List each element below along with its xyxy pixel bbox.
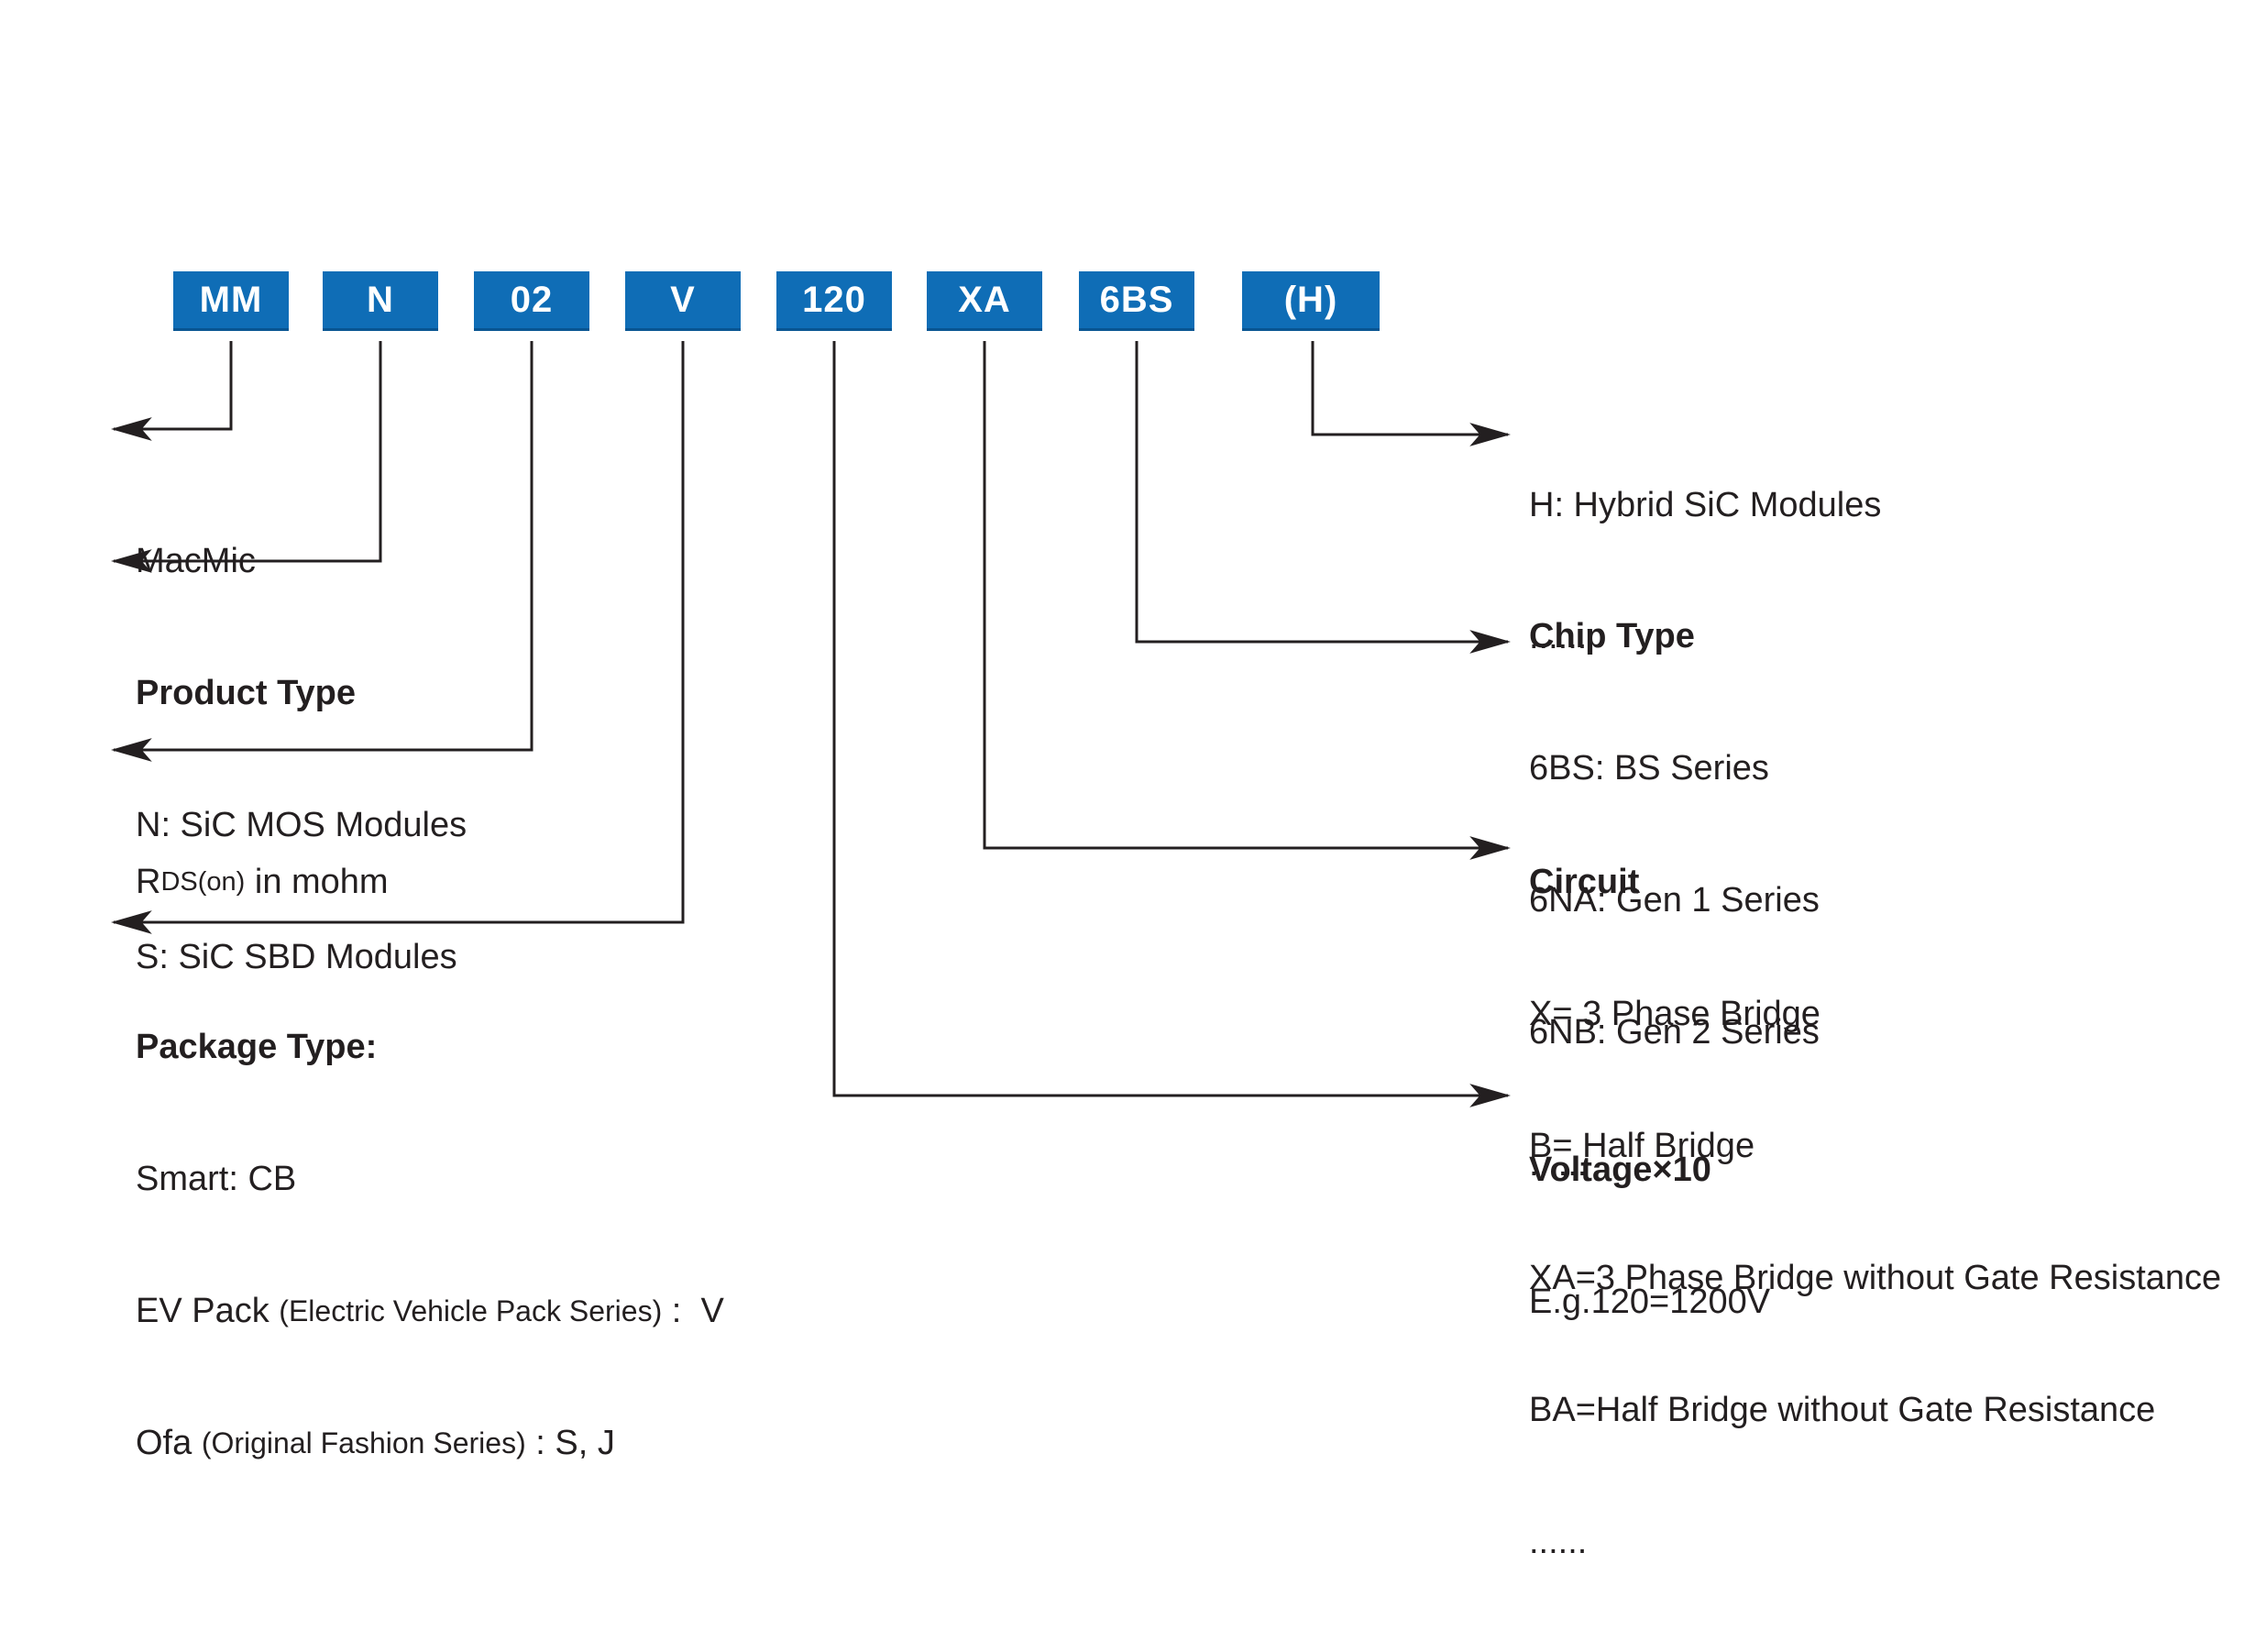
package-type-item: Smart: CB: [136, 1160, 297, 1198]
ofa-label: Ofa: [136, 1424, 202, 1462]
rds-prefix: R: [136, 863, 161, 901]
ev-pack-code: : V: [662, 1292, 724, 1330]
product-type-item: S: SiC SBD Modules: [136, 938, 457, 976]
ofa-paren: (Original Fashion Series): [201, 1426, 526, 1459]
hybrid-ellipsis: ......: [1529, 618, 1588, 656]
package-type-item: EV Pack (Electric Vehicle Pack Series) :…: [136, 1289, 724, 1333]
callout-package-type: Package Type: Smart: CB EV Pack (Electri…: [136, 937, 724, 1553]
nomenclature-diagram: MM N 02 V 120 XA 6BS (H) MacMic Product …: [110, 271, 2221, 1561]
callout-voltage: Voltage×10 E.g.120=1200V: [1529, 1060, 1770, 1412]
chip-type-item: 6BS: BS Series: [1529, 749, 1769, 787]
rds-suffix: in mohm: [245, 863, 389, 901]
package-type-item: Ofa (Original Fashion Series) : S, J: [136, 1421, 724, 1465]
part-segment-box-n: N: [323, 271, 438, 331]
callout-chip-type: Chip Type 6BS: BS Series 6NA: Gen 1 Seri…: [1529, 526, 1820, 1274]
rds-subscript: DS(on): [160, 867, 246, 897]
ev-pack-label: EV Pack: [136, 1292, 280, 1330]
circuit-title: Circuit: [1529, 863, 1640, 901]
hybrid-item: H: Hybrid SiC Modules: [1529, 486, 1882, 524]
product-type-title: Product Type: [136, 674, 356, 712]
package-type-title: Package Type:: [136, 1028, 378, 1066]
chip-type-title: Chip Type: [1529, 617, 1695, 655]
part-segment-box-120: 120: [776, 271, 892, 331]
connector-mm: [110, 341, 233, 441]
part-segment-box-02: 02: [474, 271, 589, 331]
macmic-label: MacMic: [136, 542, 256, 580]
connector-xa: [983, 341, 1512, 860]
part-segment-box-6bs: 6BS: [1079, 271, 1194, 331]
circuit-item: XA=3 Phase Bridge without Gate Resistanc…: [1529, 1259, 2222, 1297]
connector-6bs: [1135, 341, 1512, 654]
circuit-ellipsis: ......: [1529, 1523, 1588, 1561]
connector-120: [832, 341, 1512, 1107]
chip-type-ellipsis: ......: [1529, 1145, 1588, 1184]
circuit-item: X= 3 Phase Bridge: [1529, 995, 1820, 1033]
connector-h: [1311, 341, 1512, 446]
voltage-example: E.g.120=1200V: [1529, 1283, 1771, 1321]
part-segment-box-h: (H): [1242, 271, 1380, 331]
callout-product-type: Product Type N: SiC MOS Modules S: SiC S…: [136, 583, 467, 1067]
part-segment-box-v: V: [625, 271, 741, 331]
chip-type-item: 6NA: Gen 1 Series: [1529, 881, 1820, 920]
callout-circuit: Circuit X= 3 Phase Bridge B= Half Bridge…: [1529, 772, 2221, 1652]
part-segment-box-mm: MM: [173, 271, 289, 331]
ofa-code: : S, J: [525, 1424, 615, 1462]
callout-macmic: MacMic: [136, 451, 256, 671]
product-type-item: N: SiC MOS Modules: [136, 806, 468, 844]
chip-type-item: 6NB: Gen 2 Series: [1529, 1013, 1820, 1052]
callout-hybrid: H: Hybrid SiC Modules ......: [1529, 395, 1881, 747]
voltage-title: Voltage×10: [1529, 1151, 1711, 1189]
circuit-item: B= Half Bridge: [1529, 1127, 1755, 1165]
part-segment-box-xa: XA: [927, 271, 1042, 331]
circuit-item: BA=Half Bridge without Gate Resistance: [1529, 1391, 2156, 1429]
ev-pack-paren: (Electric Vehicle Pack Series): [279, 1294, 663, 1327]
